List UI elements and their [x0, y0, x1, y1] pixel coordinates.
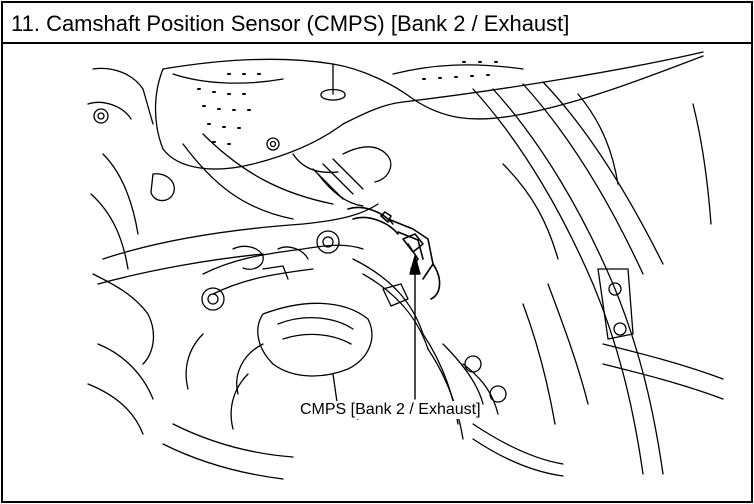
engine-block	[87, 230, 364, 435]
section-title: 11. Camshaft Position Sensor (CMPS) [Ban…	[11, 11, 570, 36]
engine-line-drawing	[87, 51, 724, 480]
cmps-callout-label: CMPS [Bank 2 / Exhaust]	[300, 401, 481, 419]
left-bracket	[87, 67, 280, 270]
engine-illustration: CMPS [Bank 2 / Exhaust]	[3, 44, 751, 501]
intake-plenum	[154, 51, 704, 170]
right-frame	[472, 81, 724, 475]
callout-leader	[409, 255, 421, 400]
cmps-connector	[347, 206, 441, 300]
plenum-texture	[197, 61, 498, 145]
section-header: 11. Camshaft Position Sensor (CMPS) [Ban…	[3, 3, 751, 44]
cylinder-head-cover	[97, 133, 392, 285]
lower-hoses	[162, 423, 564, 480]
